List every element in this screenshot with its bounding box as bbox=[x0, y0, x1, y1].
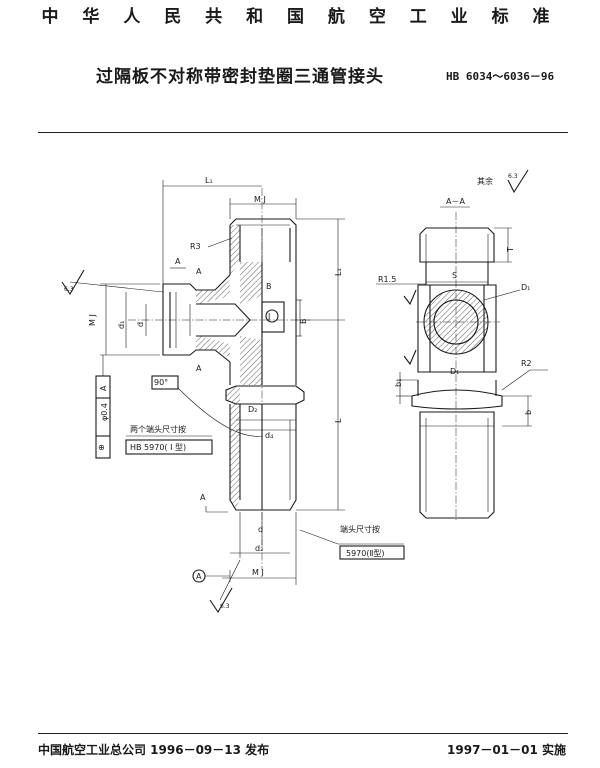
dim-L1-top: L₁ bbox=[205, 176, 213, 185]
datum-A: A bbox=[196, 572, 202, 581]
publish-date: 中国航空工业总公司 1996－09－13 发布 bbox=[38, 743, 270, 757]
rest-roughness: 6.3 bbox=[508, 173, 518, 180]
dim-MJ-left: M J bbox=[88, 314, 97, 326]
label-D1-right: D₁ bbox=[521, 283, 530, 292]
dim-MJ-bottom: M J bbox=[252, 568, 264, 577]
footer-rule bbox=[38, 733, 568, 734]
tol-value: φ0.4 bbox=[100, 403, 109, 421]
effective-date: 1997－01－01 实施 bbox=[447, 743, 566, 757]
label-R1-5: R1.5 bbox=[378, 275, 396, 284]
rest-label: 其余 bbox=[477, 176, 493, 186]
dim-L-right: L bbox=[334, 418, 343, 423]
note-two-heads: 两个端头尺寸按 bbox=[130, 424, 186, 434]
roughness-left: 6.3 bbox=[64, 286, 74, 293]
label-B-right: B bbox=[299, 319, 308, 325]
label-90deg: 90° bbox=[154, 378, 168, 387]
label-A-mid: A bbox=[175, 257, 181, 266]
main-view: L₁ M J R3 A A A B B J M J d₁ d 90° D₂ d₄… bbox=[61, 176, 405, 614]
label-d4: d₄ bbox=[265, 431, 273, 440]
note-hb5970-1: HB 5970( I 型) bbox=[130, 443, 186, 452]
document-title: 过隔板不对称带密封垫圈三通管接头 bbox=[96, 67, 384, 87]
label-R2: R2 bbox=[521, 359, 532, 368]
standard-number: HB 6034～6036－96 bbox=[446, 70, 555, 83]
dim-b: b bbox=[524, 410, 533, 415]
dim-d2-bottom: d₂ bbox=[255, 544, 263, 553]
dim-T: T bbox=[506, 247, 515, 253]
label-B-inner: B bbox=[266, 282, 272, 291]
dim-d1: d₁ bbox=[117, 321, 126, 329]
standard-header: 中 华 人 民 共 和 国 航 空 工 业 标 准 bbox=[41, 7, 559, 27]
dim-b1: b₁ bbox=[394, 379, 403, 387]
section-title: A－A bbox=[446, 197, 465, 206]
section-view: 其余 6.3 A－A T S R1.5 D₁ bbox=[376, 169, 548, 520]
dim-L1-right: L₁ bbox=[334, 268, 343, 276]
label-A-lower: A bbox=[196, 364, 202, 373]
tol-symbol: ⊕ bbox=[98, 443, 105, 452]
label-A-upper: A bbox=[196, 267, 202, 276]
roughness-bottom: 6.3 bbox=[220, 603, 230, 610]
dim-MJ-top: M J bbox=[254, 195, 266, 204]
note-5970-2: 5970(Ⅱ型) bbox=[346, 549, 385, 558]
dim-D1-bottom: D₁ bbox=[450, 367, 459, 376]
label-A-arrow: A bbox=[200, 493, 206, 502]
dim-S: S bbox=[452, 271, 457, 280]
label-J: J bbox=[267, 312, 270, 321]
label-R3: R3 bbox=[190, 242, 201, 251]
header-rule bbox=[38, 132, 568, 133]
dim-d-bottom: d bbox=[258, 525, 263, 534]
note-end: 端头尺寸按 bbox=[340, 524, 380, 534]
label-D2: D₂ bbox=[248, 405, 257, 414]
tol-datum: A bbox=[99, 385, 108, 391]
dim-d-left: d bbox=[136, 322, 145, 327]
